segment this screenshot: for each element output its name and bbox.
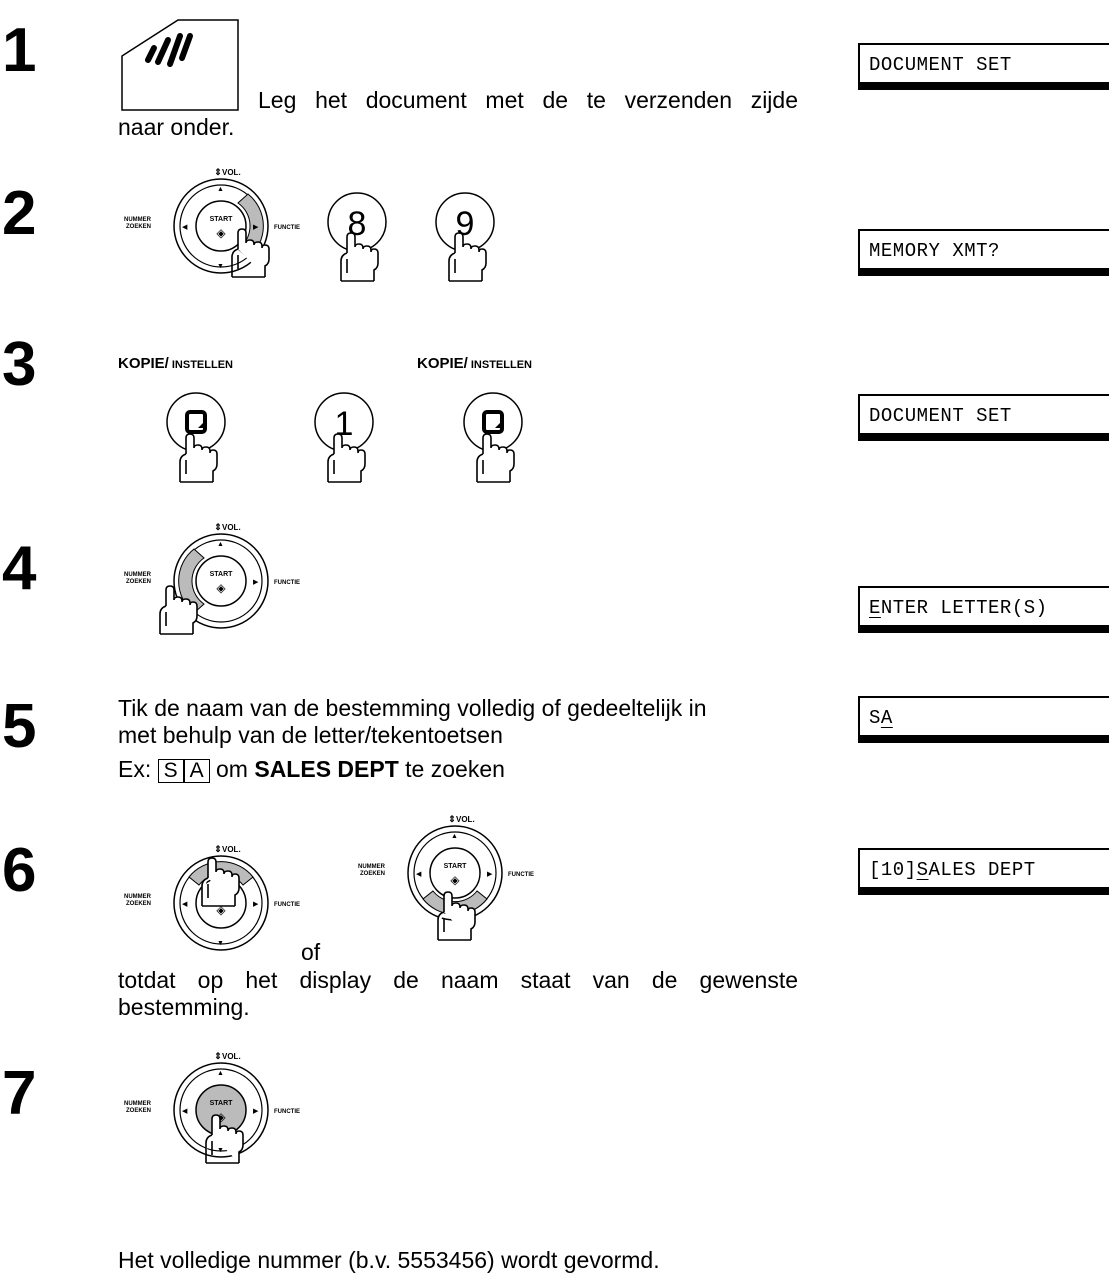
- svg-text:NUMMER: NUMMER: [124, 572, 152, 578]
- svg-text:▼: ▼: [217, 263, 224, 270]
- navigation-dial-down[interactable]: ⇕ VOL. START ◈ NUMMER ZOEKEN FUNCTIE ▲ ◀…: [352, 810, 552, 950]
- svg-text:⇕: ⇕: [214, 844, 222, 854]
- lcd-display: [10]SALES DEPT: [858, 848, 1109, 895]
- svg-text:START: START: [444, 863, 468, 870]
- svg-text:VOL.: VOL.: [456, 815, 475, 824]
- svg-text:ZOEKEN: ZOEKEN: [126, 901, 151, 907]
- copy-set-label: KOPIE/INSTELLEN: [417, 355, 532, 372]
- step5-line2: met behulp van de letter/tekentoetsen: [118, 722, 503, 749]
- svg-text:◀: ◀: [182, 1108, 188, 1115]
- svg-text:◀: ◀: [182, 901, 188, 908]
- svg-text:FUNCTIE: FUNCTIE: [274, 1109, 300, 1115]
- svg-text:FUNCTIE: FUNCTIE: [274, 902, 300, 908]
- svg-text:⇕: ⇕: [214, 1051, 222, 1061]
- step7-text: Het volledige nummer (b.v. 5553456) word…: [118, 1247, 660, 1274]
- svg-text:VOL.: VOL.: [222, 845, 241, 854]
- svg-text:▶: ▶: [253, 224, 259, 231]
- svg-text:◈: ◈: [450, 873, 460, 887]
- lcd-display: SA: [858, 696, 1109, 743]
- start-button[interactable]: ⇕ VOL. START ◈ NUMMER ZOEKEN FUNCTIE ▲▼ …: [118, 1047, 318, 1177]
- svg-text:◈: ◈: [216, 226, 226, 240]
- navigation-dial[interactable]: ⇕ VOL. START ◈ NUMMER ZOEKEN FUNCTIE ▲▼ …: [118, 163, 318, 283]
- lcd-display: MEMORY XMT?: [858, 229, 1109, 276]
- svg-text:FUNCTIE: FUNCTIE: [274, 580, 300, 586]
- svg-text:▼: ▼: [217, 1147, 224, 1154]
- copy-set-key[interactable]: [461, 390, 525, 493]
- copy-set-key[interactable]: [164, 390, 228, 493]
- digit-1-key[interactable]: 1: [312, 390, 376, 493]
- svg-text:◀: ◀: [182, 224, 188, 231]
- svg-text:VOL.: VOL.: [222, 168, 241, 177]
- svg-text:ZOEKEN: ZOEKEN: [126, 579, 151, 585]
- step-number: 6: [2, 840, 36, 902]
- step-number: 3: [2, 334, 36, 396]
- svg-text:VOL.: VOL.: [222, 523, 241, 532]
- svg-text:START: START: [210, 1100, 234, 1107]
- or-text: of: [301, 939, 320, 966]
- step-number: 7: [2, 1063, 36, 1125]
- svg-text:▲: ▲: [217, 1070, 224, 1077]
- svg-text:▲: ▲: [451, 833, 458, 840]
- svg-text:ZOEKEN: ZOEKEN: [126, 1108, 151, 1114]
- svg-text:ZOEKEN: ZOEKEN: [126, 224, 151, 230]
- svg-text:NUMMER: NUMMER: [358, 864, 386, 870]
- svg-text:FUNCTIE: FUNCTIE: [274, 225, 300, 231]
- svg-text:▼: ▼: [217, 940, 224, 947]
- step1-text-cont: naar onder.: [118, 114, 234, 141]
- svg-text:START: START: [210, 571, 234, 578]
- digit-9-key[interactable]: 9: [433, 190, 497, 290]
- svg-text:NUMMER: NUMMER: [124, 1101, 152, 1107]
- navigation-dial-left[interactable]: ⇕ VOL. START ◈ NUMMER ZOEKEN FUNCTIE ▲ ▶: [118, 518, 318, 638]
- svg-text:▶: ▶: [253, 901, 259, 908]
- navigation-dial-up[interactable]: ⇕ VOL. ◈ NUMMER ZOEKEN FUNCTIE ▼ ◀ ▶: [118, 840, 318, 960]
- step6-text: totdat op het display de naam staat van …: [118, 967, 798, 994]
- step-number: 2: [2, 183, 36, 245]
- svg-text:START: START: [210, 216, 234, 223]
- step6-text-cont: bestemming.: [118, 994, 250, 1021]
- step5-line1: Tik de naam van de bestemming volledig o…: [118, 695, 707, 722]
- lcd-display: ENTER LETTER(S): [858, 586, 1109, 633]
- svg-text:▲: ▲: [217, 186, 224, 193]
- svg-text:▲: ▲: [217, 541, 224, 548]
- step1-text: Leg het document met de te verzenden zij…: [258, 87, 798, 114]
- letter-key-s[interactable]: S: [158, 759, 184, 783]
- letter-key-a[interactable]: A: [184, 759, 210, 783]
- svg-text:▶: ▶: [253, 1108, 259, 1115]
- svg-text:VOL.: VOL.: [222, 1052, 241, 1061]
- svg-text:◈: ◈: [216, 903, 226, 917]
- step-number: 5: [2, 696, 36, 758]
- svg-text:⇕: ⇕: [214, 167, 222, 177]
- document-feed-icon: [120, 18, 240, 113]
- lcd-display: DOCUMENT SET: [858, 394, 1109, 441]
- svg-text:▶: ▶: [487, 871, 493, 878]
- svg-text:◀: ◀: [416, 871, 422, 878]
- svg-text:⇕: ⇕: [448, 814, 456, 824]
- svg-text:ZOEKEN: ZOEKEN: [360, 871, 385, 877]
- svg-text:▶: ▶: [253, 579, 259, 586]
- digit-8-key[interactable]: 8: [325, 190, 389, 290]
- copy-set-label: KOPIE/INSTELLEN: [118, 355, 233, 372]
- svg-text:FUNCTIE: FUNCTIE: [508, 872, 534, 878]
- step-number: 1: [2, 20, 36, 82]
- svg-text:⇕: ⇕: [214, 522, 222, 532]
- step-number: 4: [2, 538, 36, 600]
- svg-text:NUMMER: NUMMER: [124, 894, 152, 900]
- lcd-display: DOCUMENT SET: [858, 43, 1109, 90]
- svg-text:NUMMER: NUMMER: [124, 217, 152, 223]
- svg-text:◈: ◈: [216, 581, 226, 595]
